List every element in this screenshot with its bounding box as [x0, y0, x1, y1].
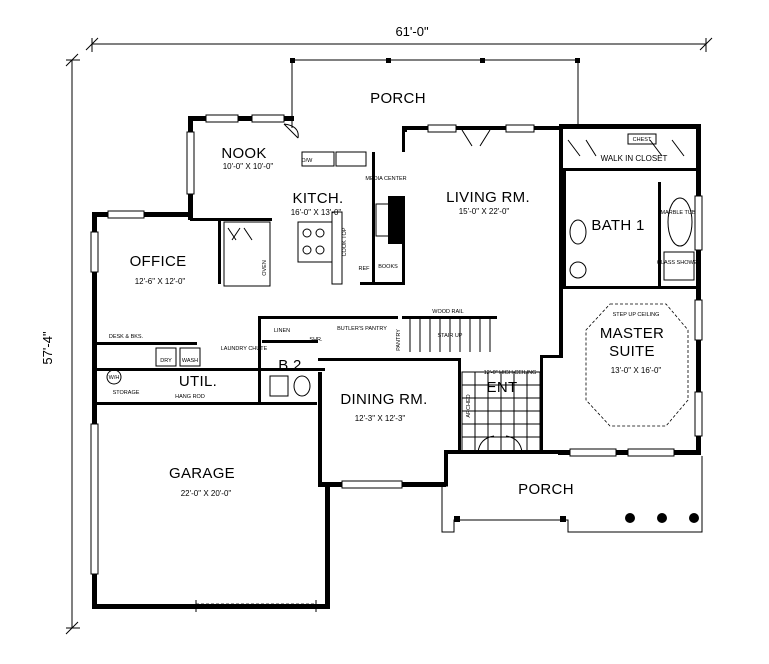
wood-rail-note: WOOD RAIL: [432, 309, 463, 315]
hang-rod-note: HANG ROD: [175, 394, 205, 400]
rear-porch-label: PORCH: [370, 90, 426, 107]
linen-note: LINEN: [274, 328, 290, 334]
fixtures: [106, 123, 695, 453]
dining-room-label: DINING RM.: [340, 391, 427, 408]
kitchen-label: KITCH.: [293, 190, 344, 207]
depth-dimension-line: [65, 53, 80, 635]
dw-note: D/W: [302, 158, 314, 164]
nook-label: NOOK: [221, 145, 266, 162]
dryer-note: DRY: [160, 358, 172, 364]
nook-size: 10'-0" X 10'-0": [223, 162, 274, 171]
cook-top-note: COOK TOP: [342, 227, 348, 256]
rear-porch-outline: [290, 58, 580, 128]
kitchen-size: 16'-0" X 13'-0": [291, 208, 342, 217]
garage-label: GARAGE: [169, 465, 235, 482]
stair-up-note: STAIR UP: [438, 333, 463, 339]
depth-dimension: 57'-4": [40, 331, 55, 365]
chest-note: CHEST: [633, 137, 652, 143]
front-porch-outline: [441, 456, 703, 533]
pantry-note: PANTRY: [396, 329, 402, 351]
marble-tub-note: MARBLE TUB: [660, 210, 695, 216]
entry-label: ENT: [487, 379, 518, 396]
storage-note: STORAGE: [113, 390, 140, 396]
office-size: 12'-6" X 12'-0": [135, 277, 186, 286]
shower-note: SHR.: [309, 337, 323, 343]
master-size: 13'-0" X 16'-0": [611, 366, 662, 375]
windows: [90, 114, 703, 575]
garage-size: 22'-0" X 20'-0": [181, 489, 232, 498]
bath-1-label: BATH 1: [591, 217, 644, 234]
master-label: MASTER: [600, 325, 664, 342]
ref-note: REF: [359, 266, 371, 272]
dining-room-size: 12'-3" X 12'-3": [355, 414, 406, 423]
living-room-label: LIVING RM.: [446, 189, 530, 206]
width-dimension: 61'-0": [395, 24, 429, 39]
util-label: UTIL.: [179, 373, 217, 390]
laundry-chute-note: LAUNDRY CHUTE: [221, 346, 268, 352]
washer-note: WASH: [182, 358, 198, 364]
water-heater-note: W/H: [109, 375, 120, 381]
step-up-ceiling-note: STEP UP CEILING: [613, 312, 660, 318]
walk-in-closet-note: WALK IN CLOSET: [601, 154, 668, 163]
office-label: OFFICE: [130, 253, 187, 270]
width-dimension-line: [85, 37, 713, 52]
living-room-size: 15'-0" X 22'-0": [459, 207, 510, 216]
media-center-note: MEDIA CENTER: [365, 176, 406, 182]
b2-label: B.2: [278, 357, 301, 374]
front-porch-label: PORCH: [518, 481, 574, 498]
high-ceiling-note: 12'-0" HIGH CEILING: [484, 370, 537, 376]
suite-label: SUITE: [609, 343, 655, 360]
desk-books-note: DESK & BKS.: [109, 334, 144, 340]
interior-walls: [97, 124, 699, 452]
butlers-pantry-note: BUTLER'S PANTRY: [337, 326, 387, 332]
garage-door: [195, 600, 317, 612]
books-note: BOOKS: [378, 264, 398, 270]
oven-note: OVEN: [262, 260, 268, 276]
arched-note: ARCHED: [466, 394, 472, 417]
glass-shower-note: GLASS SHOWER: [657, 260, 702, 266]
